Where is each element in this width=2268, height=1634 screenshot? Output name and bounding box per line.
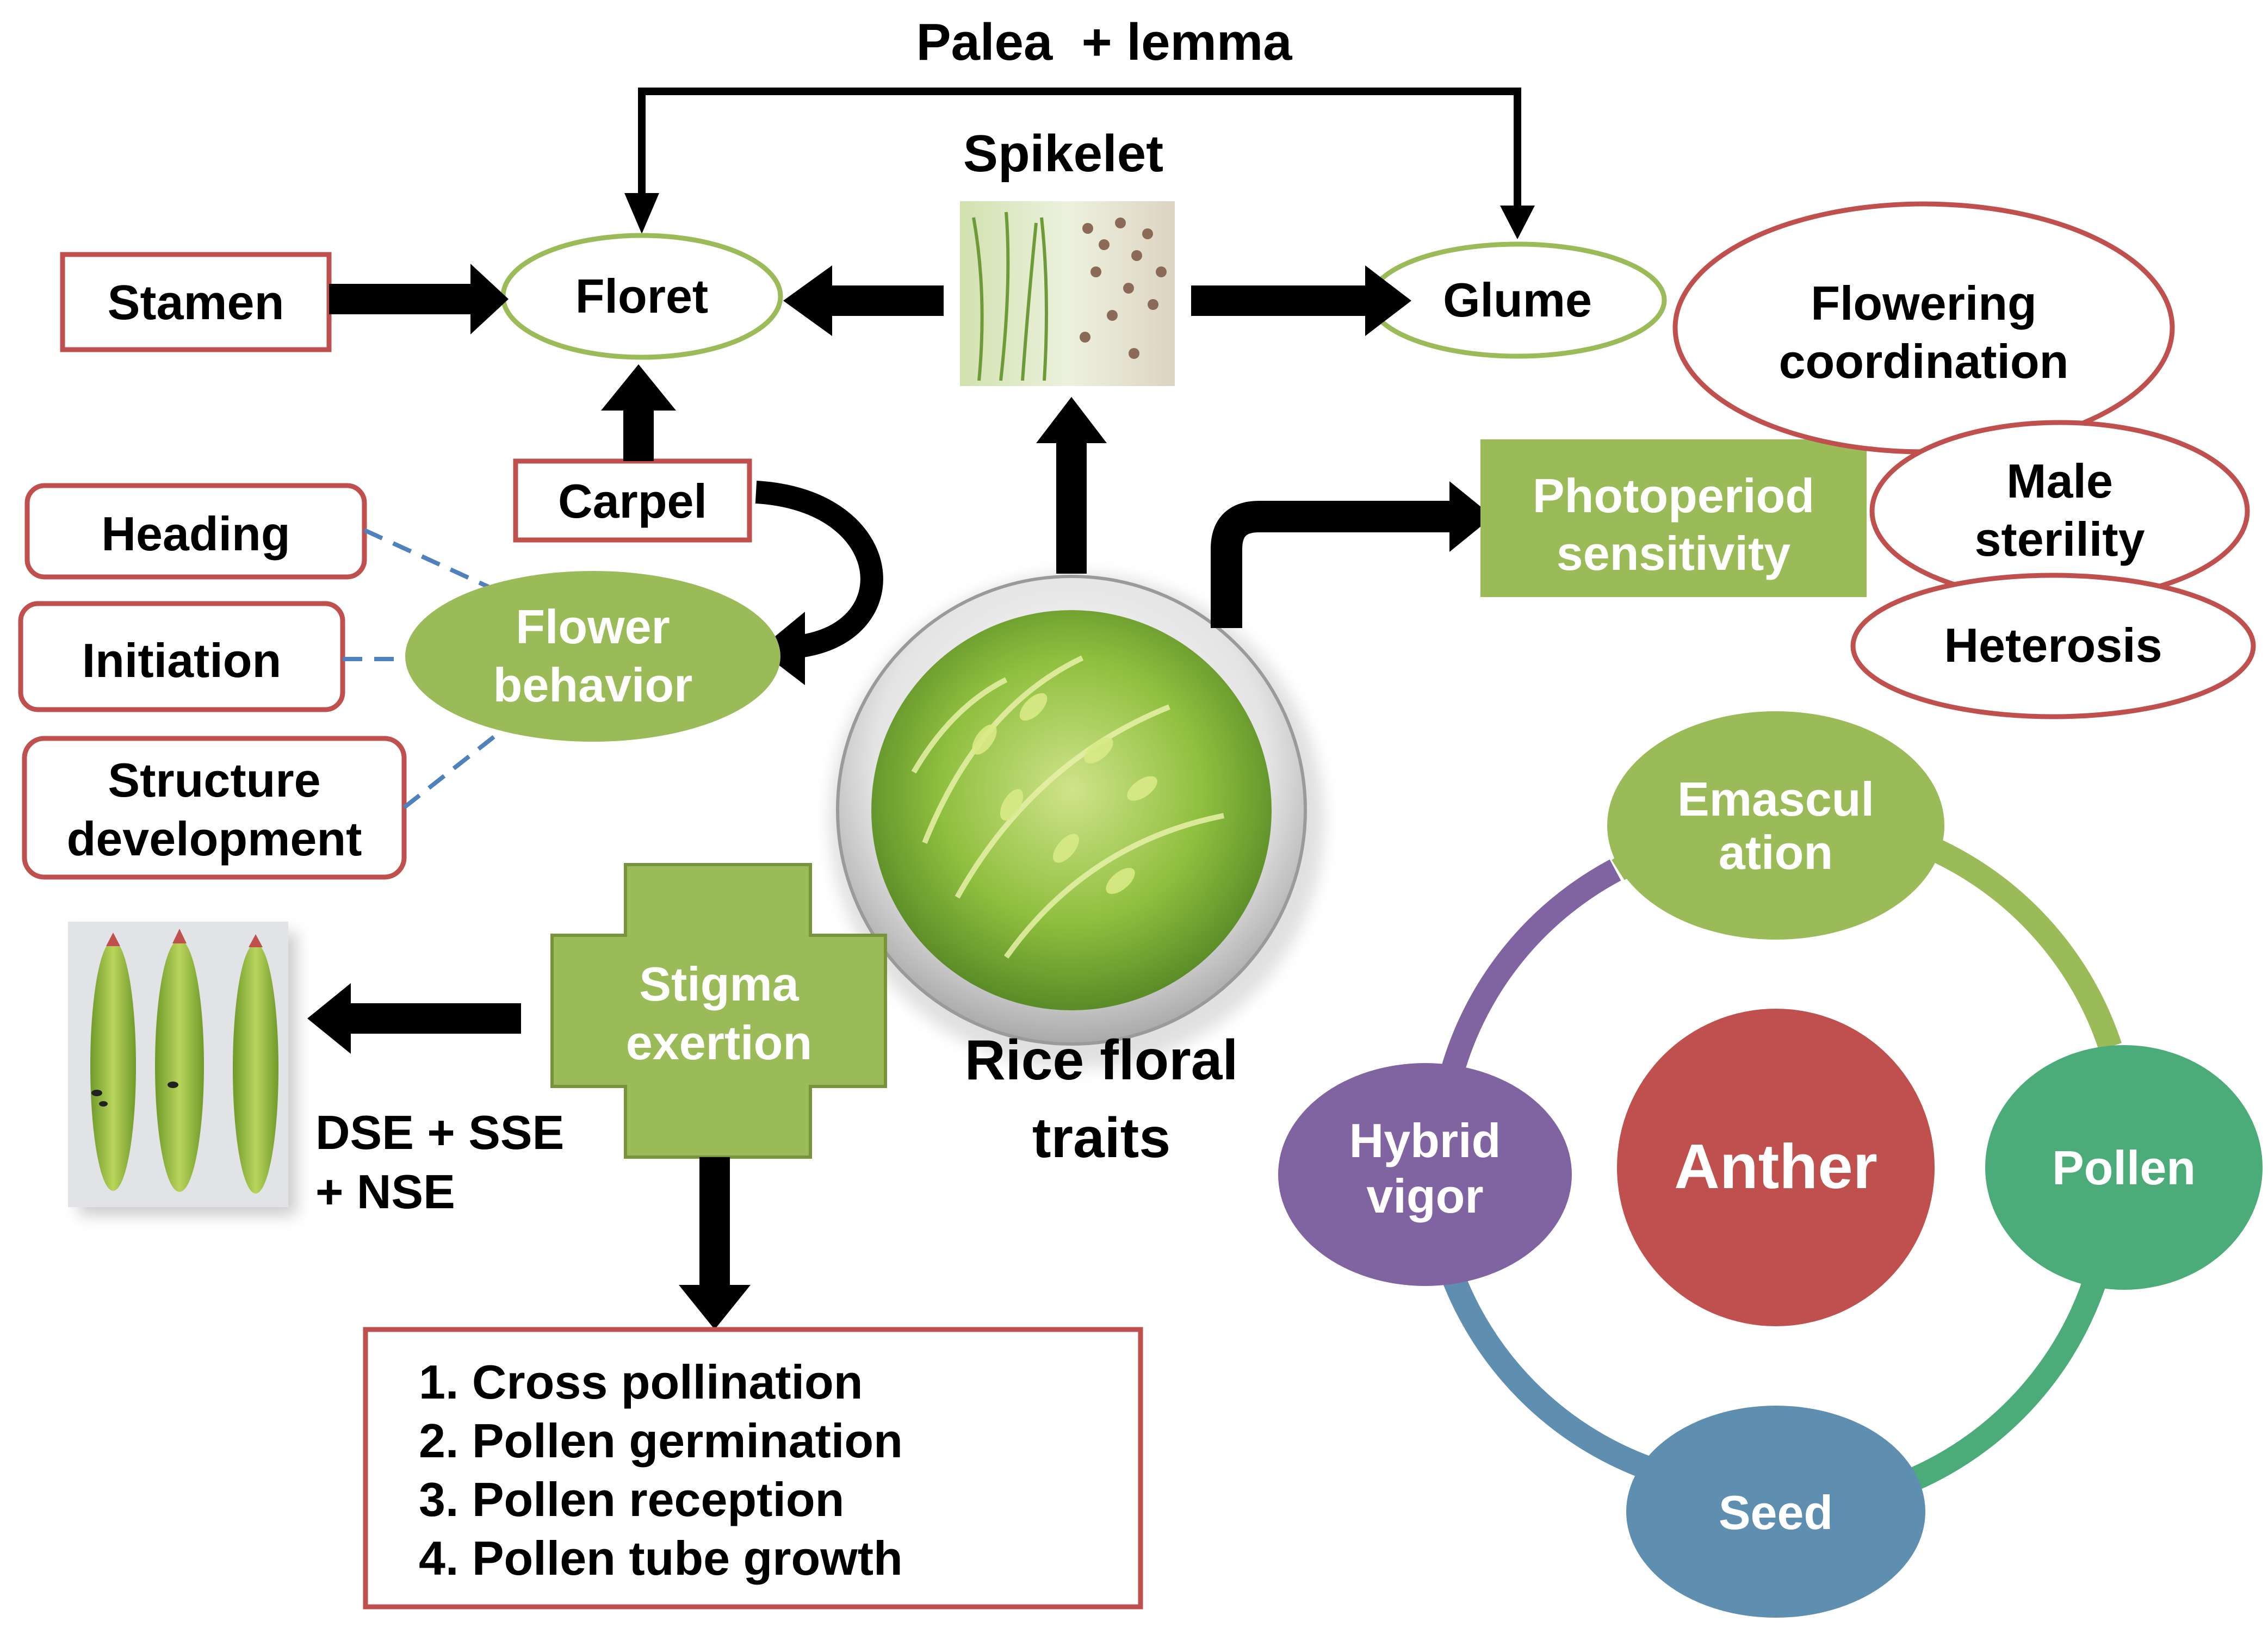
stigma-label-line2: exertion xyxy=(626,1016,812,1070)
spikelet-image xyxy=(960,201,1175,386)
photoperiod-label-line2: sensitivity xyxy=(1557,526,1790,580)
heading-label: Heading xyxy=(101,507,290,561)
outcome-item: 2. Pollen germination xyxy=(419,1414,903,1468)
heterosis-label: Heterosis xyxy=(1944,618,2162,672)
floret-label: Floret xyxy=(575,269,708,323)
dse-sse-label-line2: + NSE xyxy=(315,1165,455,1219)
male-sterility-label-line1: Male xyxy=(2006,454,2113,508)
structure-development-node xyxy=(22,736,407,880)
arrow-carpel-to-floret xyxy=(601,364,676,461)
stamen-label: Stamen xyxy=(107,276,284,330)
initiation-label: Initiation xyxy=(82,633,282,687)
flowering-coordination-label-line2: coordination xyxy=(1779,334,2069,388)
arrow-stigma-to-grains xyxy=(307,983,521,1054)
arrow-center-to-photoperiod xyxy=(1211,481,1493,628)
heterosis-node xyxy=(1850,573,2256,719)
stigma-label-line1: Stigma xyxy=(639,957,799,1011)
dse-sse-label-line1: DSE + SSE xyxy=(315,1105,564,1159)
male-sterility-label-line2: sterility xyxy=(1974,512,2145,566)
structure-label-line2: development xyxy=(67,812,362,866)
arrow-stamen-to-floret xyxy=(329,264,509,334)
anther-node xyxy=(1617,1009,1935,1326)
center-label-line2: traits xyxy=(1032,1107,1170,1170)
initiation-node xyxy=(18,601,345,712)
pollen-label: Pollen xyxy=(2052,1141,2196,1195)
palea-lemma-title: Palea + lemma xyxy=(916,13,1292,71)
hybrid-vigor-node xyxy=(1278,1063,1572,1286)
glume-label: Glume xyxy=(1443,273,1592,327)
rice-grains-image xyxy=(68,922,296,1215)
anther-label: Anther xyxy=(1674,1131,1877,1202)
outcomes-box xyxy=(363,1327,1143,1610)
arrow-center-to-spikelet xyxy=(1036,397,1107,574)
outcomes-list: 1. Cross pollination 2. Pollen germinati… xyxy=(419,1355,903,1585)
hybrid-vigor-label-line1: Hybrid xyxy=(1349,1114,1501,1167)
rice-image xyxy=(829,574,1324,1068)
flower-behavior-node xyxy=(405,571,780,742)
photoperiod-node xyxy=(1480,439,1867,597)
spikelet-label: Spikelet xyxy=(963,125,1163,183)
hybrid-vigor-label-line2: vigor xyxy=(1366,1169,1483,1223)
photoperiod-label-line1: Photoperiod xyxy=(1533,469,1814,523)
palea-lemma-bracket xyxy=(638,88,1521,215)
outcome-item: 4. Pollen tube growth xyxy=(419,1531,903,1585)
arrow-carpel-to-flower-behavior xyxy=(755,481,883,685)
flowering-coordination-label-line1: Flowering xyxy=(1811,276,2037,330)
emasculation-label-line1: Emascul xyxy=(1677,772,1874,826)
stamen-node xyxy=(60,252,332,352)
carpel-label: Carpel xyxy=(558,474,707,528)
arrow-stigma-to-outcomes xyxy=(679,1157,751,1329)
stigma-exertion-node xyxy=(550,863,887,1159)
flower-behavior-label-line2: behavior xyxy=(493,658,693,712)
outcome-item: 3. Pollen reception xyxy=(419,1473,844,1526)
dashed-connectors xyxy=(343,528,513,810)
seed-node xyxy=(1626,1406,1925,1618)
outcome-item: 1. Cross pollination xyxy=(419,1355,863,1409)
arrow-spikelet-to-glume xyxy=(1191,265,1411,336)
seed-label: Seed xyxy=(1719,1486,1833,1539)
carpel-node xyxy=(513,458,752,543)
arrow-spikelet-to-floret xyxy=(783,265,944,336)
arrowhead-to-floret xyxy=(624,193,659,234)
emasculation-label-line2: ation xyxy=(1719,825,1833,879)
flower-behavior-label-line1: Flower xyxy=(516,600,670,654)
center-label-line1: Rice floral xyxy=(965,1029,1238,1092)
arrowhead-to-glume xyxy=(1500,206,1535,239)
structure-label-line1: Structure xyxy=(108,753,320,807)
emasculation-node xyxy=(1607,711,1944,940)
pollen-node xyxy=(1985,1045,2263,1290)
